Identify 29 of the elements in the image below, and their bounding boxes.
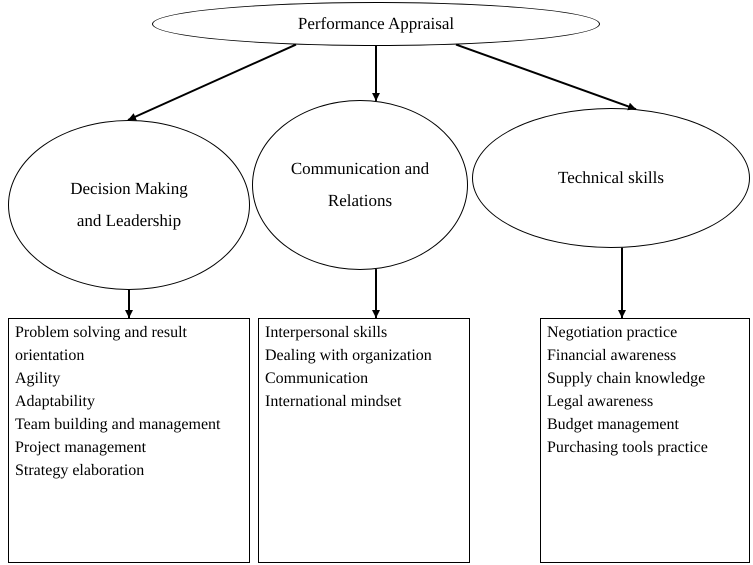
skill-item: Supply chain knowledge xyxy=(547,369,706,389)
skill-item: Purchasing tools practice xyxy=(547,438,709,458)
category-label: Decision Making and Leadership xyxy=(69,178,189,232)
skill-item: Agility xyxy=(15,369,62,389)
skill-item: Strategy elaboration xyxy=(15,461,146,481)
category-label: Performance Appraisal xyxy=(298,12,454,35)
skill-item: Legal awareness xyxy=(547,392,654,412)
skill-item: Problem solving and result orientation xyxy=(15,323,188,366)
arrow xyxy=(372,46,380,101)
skill-item: Interpersonal skills xyxy=(265,323,388,343)
skill-item: Dealing with organization xyxy=(265,346,433,366)
skill-item: Adaptability xyxy=(15,392,96,412)
arrow xyxy=(618,248,626,318)
skill-item: Financial awareness xyxy=(547,346,678,366)
skill-item: Project management xyxy=(15,438,148,458)
arrow xyxy=(125,290,133,318)
skill-item: Communication xyxy=(265,369,370,389)
skills-list-box xyxy=(540,318,750,563)
skill-item: International mindset xyxy=(265,392,402,412)
arrow xyxy=(372,269,380,318)
skills-list-box xyxy=(8,318,250,563)
skills-list-box xyxy=(258,318,470,563)
category-label: Communication and Relations xyxy=(290,158,430,212)
arrow xyxy=(456,44,636,110)
skill-item: Budget management xyxy=(547,415,680,435)
arrow xyxy=(128,44,296,121)
category-label: Technical skills xyxy=(558,166,664,189)
skill-item: Team building and management xyxy=(15,415,222,435)
skill-item: Negotiation practice xyxy=(547,323,678,343)
